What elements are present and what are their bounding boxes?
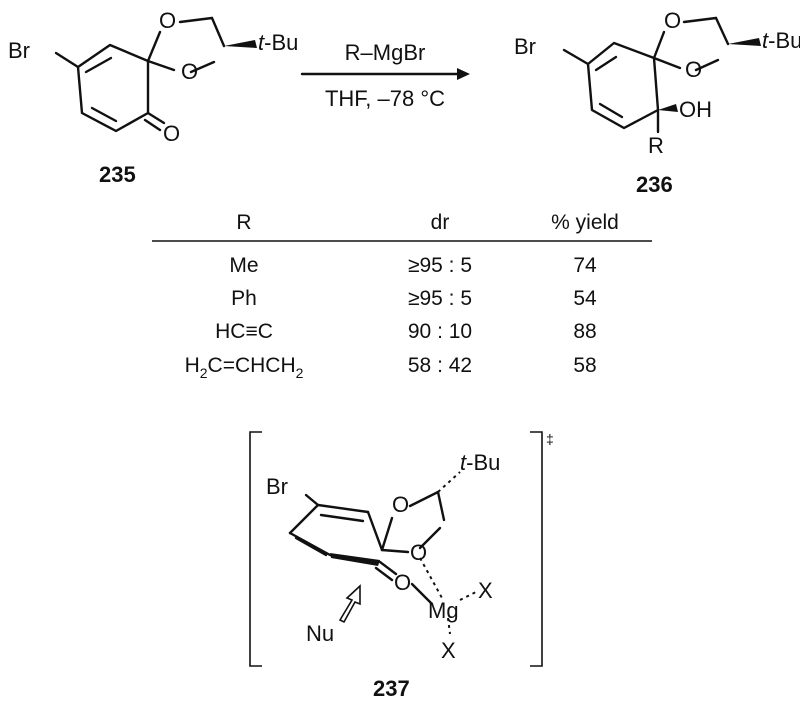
o-label-235-top: O <box>159 8 176 33</box>
table-cell-dr: 58 : 42 <box>408 354 472 377</box>
reagent-bottom: THF, –78 °C <box>325 86 445 111</box>
table-cell-yield: 74 <box>573 254 597 277</box>
table-header-r: R <box>236 211 251 234</box>
transition-state-brackets <box>249 431 543 667</box>
table-cell-dr: ≥95 : 5 <box>408 254 472 277</box>
r-label-236: R <box>648 133 664 158</box>
dagger-symbol: ‡ <box>546 431 554 447</box>
table-row: HC≡C 90 : 10 88 <box>215 320 597 343</box>
table-row: Ph ≥95 : 5 54 <box>231 287 597 310</box>
o-label-237-top: O <box>392 492 409 517</box>
compound-number-235: 235 <box>99 162 136 187</box>
br-label-236: Br <box>514 34 536 59</box>
tbu-label-235: t-Bu <box>258 30 298 55</box>
o-label-236-top: O <box>664 8 681 33</box>
compound-236-structure <box>562 16 761 134</box>
tbu-label-236: t-Bu <box>762 28 800 53</box>
table-row: Me ≥95 : 5 74 <box>229 254 597 277</box>
reagent-top: R–MgBr <box>345 40 426 65</box>
reaction-arrow <box>300 68 470 80</box>
x-label-237-right: X <box>478 578 493 603</box>
o-label-235-bottom: O <box>181 59 198 84</box>
table-header-yield: % yield <box>551 211 619 234</box>
compound-number-236: 236 <box>636 172 673 197</box>
table-row: H2C=CHCH2 58 : 42 58 <box>185 354 597 381</box>
ketone-o-label-235: O <box>163 121 180 146</box>
mg-label-237: Mg <box>428 598 459 623</box>
table-cell-dr: ≥95 : 5 <box>408 287 472 310</box>
o-label-237-bottom: O <box>410 540 427 565</box>
table-cell-r: HC≡C <box>215 320 273 343</box>
compound-number-237: 237 <box>373 676 410 701</box>
table-cell-r: H2C=CHCH2 <box>185 354 304 381</box>
nu-label-237: Nu <box>306 621 334 646</box>
compound-237-structure <box>288 471 477 635</box>
oh-label-236: OH <box>679 97 712 122</box>
table-cell-r: Ph <box>231 287 257 310</box>
table-header-dr: dr <box>431 211 450 234</box>
table-cell-yield: 54 <box>573 287 597 310</box>
x-label-237-bottom: X <box>441 638 456 663</box>
results-table: R dr % yield Me ≥95 : 5 74 Ph ≥95 : 5 54… <box>152 211 652 381</box>
table-cell-yield: 58 <box>573 354 596 377</box>
compound-235-structure <box>54 16 257 133</box>
o-label-236-bottom: O <box>685 57 702 82</box>
br-label-237: Br <box>266 474 288 499</box>
br-label-235: Br <box>8 38 30 63</box>
table-cell-dr: 90 : 10 <box>408 320 472 343</box>
o-label-237-carbonyl: O <box>394 570 411 595</box>
tbu-label-237: t-Bu <box>460 450 500 475</box>
table-cell-yield: 88 <box>573 320 596 343</box>
table-cell-r: Me <box>229 254 258 277</box>
